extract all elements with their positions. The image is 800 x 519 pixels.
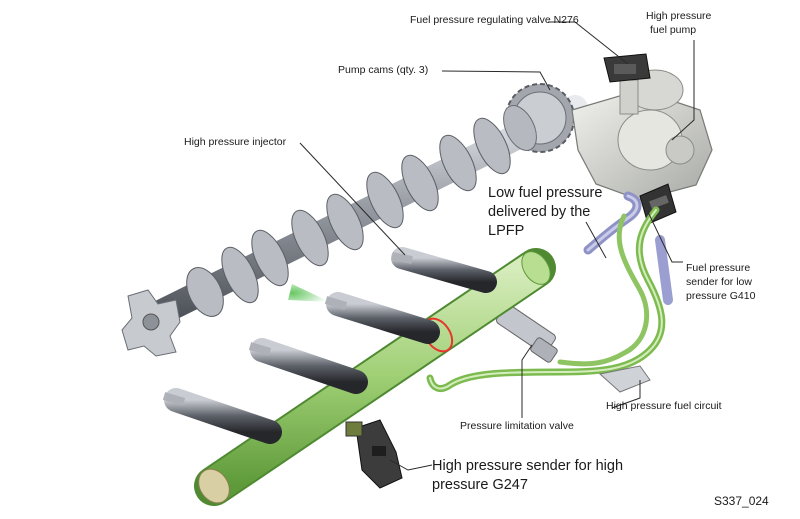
injector-1 bbox=[391, 247, 497, 293]
high-pressure-fuel-pump bbox=[571, 69, 713, 201]
leader-lines bbox=[299, 21, 695, 471]
injector-3 bbox=[248, 338, 368, 394]
injector-4 bbox=[162, 388, 282, 444]
label-sender-low-1: Fuel pressure bbox=[686, 262, 751, 274]
injector-spray bbox=[288, 284, 330, 302]
injector-2 bbox=[324, 292, 440, 344]
label-low-pressure-1: Low fuel pressure bbox=[488, 185, 603, 201]
label-hp-circuit: High pressure fuel circuit bbox=[606, 400, 722, 412]
label-hp-pump-2: fuel pump bbox=[650, 24, 697, 36]
label-low-pressure-2: delivered by the bbox=[488, 204, 591, 220]
high-pressure-fuel-circuit bbox=[426, 206, 666, 393]
fuel-rail bbox=[194, 248, 556, 506]
label-pump-cams: Pump cams (qty. 3) bbox=[338, 64, 429, 76]
label-low-pressure-3: LPFP bbox=[488, 223, 525, 239]
camshaft-end-flange bbox=[121, 289, 181, 357]
label-sender-low-3: pressure G410 bbox=[686, 290, 756, 302]
label-sender-high-1: High pressure sender for high bbox=[432, 458, 624, 474]
low-pressure-line bbox=[583, 191, 673, 305]
injectors bbox=[162, 247, 497, 444]
label-injector: High pressure injector bbox=[184, 136, 287, 148]
label-hp-pump-1: High pressure bbox=[646, 10, 712, 22]
label-limitation-valve: Pressure limitation valve bbox=[460, 420, 574, 432]
label-sender-low-2: sender for low bbox=[686, 276, 752, 288]
high-pressure-sender-g247 bbox=[345, 419, 403, 489]
label-regulating-valve: Fuel pressure regulating valve N276 bbox=[410, 14, 579, 26]
regulating-valve-n276 bbox=[603, 53, 651, 83]
figure-id: S337_024 bbox=[714, 494, 769, 508]
label-sender-high-2: pressure G247 bbox=[432, 477, 528, 493]
camshaft bbox=[121, 83, 588, 357]
